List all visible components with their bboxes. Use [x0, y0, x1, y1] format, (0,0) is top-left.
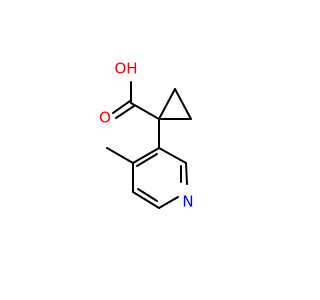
bond-ring-c6-n [158, 196, 179, 209]
molecule-drawing: OH O N [99, 60, 194, 211]
atom-label-hydroxyl-oxygen: OH [114, 60, 137, 78]
bond-ring-c3-c4 [132, 147, 160, 164]
bond-ring-inner-c5-c6 [137, 188, 158, 202]
bond-ring-c5-c6 [132, 191, 160, 209]
bond-ring-c2-c3 [158, 147, 187, 164]
atom-label-ring-nitrogen: N [182, 193, 193, 211]
bond-ring-n-c2 [185, 162, 188, 185]
bond-cooh-c-to-cyclopropyl [130, 102, 160, 120]
chemical-structure-diagram: OH O N [99, 59, 194, 211]
bond-cooh-c-o-double-2 [115, 105, 135, 119]
bond-ring-inner-c3-c4 [136, 153, 158, 167]
bond-cyclopropyl-2 [174, 88, 192, 120]
atom-label-carbonyl-oxygen: O [99, 109, 111, 127]
bond-cooh-c-o-double-1 [112, 100, 131, 114]
bond-cyclopropyl-1 [158, 88, 176, 120]
bond-methyl [106, 147, 134, 164]
